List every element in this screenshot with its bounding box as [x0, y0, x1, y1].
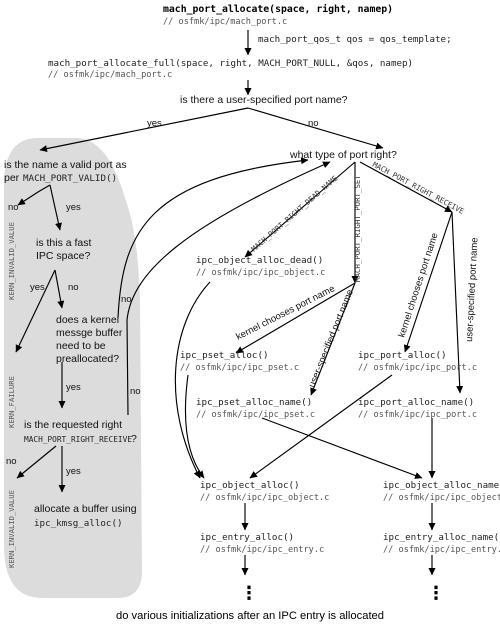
- label-receive-kernel: kernel chooses port name: [396, 232, 440, 339]
- node-pset-name-code: ipc_pset_alloc_name(): [196, 397, 312, 408]
- question-right-post: ?: [131, 433, 137, 445]
- question-fast-line1: is this a fast: [36, 237, 92, 249]
- question-right-line1: is the requested right: [24, 419, 122, 431]
- node-obj-name-path: // osfmk/ipc/ipc_object.c: [383, 493, 500, 503]
- node-entry-path: // osfmk/ipc/ipc_entry.c: [200, 545, 324, 555]
- node-port-name-code: ipc_port_alloc_name(): [358, 397, 474, 408]
- node-port-path: // osfmk/ipc/ipc_port.c: [358, 363, 477, 373]
- ellipsis-left: ⋮: [240, 583, 258, 603]
- label-receive-user: user-specified port name: [464, 237, 480, 342]
- edge-fast-yes: [15, 269, 56, 353]
- question-right-code: MACH_PORT_RIGHT_RECEIVE: [24, 435, 132, 444]
- label-no-alloc: no: [130, 386, 141, 397]
- question-user-name: is there a user-specified port name?: [180, 94, 348, 106]
- question-valid-line1: is the name a valid port as: [4, 159, 127, 171]
- label-pset-kernel: kernel chooses port name: [234, 283, 336, 342]
- question-valid-code: MACH_PORT_VALID(): [23, 173, 117, 184]
- edge-pset-name-to-obj-name: [261, 417, 423, 479]
- label-yes-right: yes: [66, 466, 81, 477]
- node-obj-code: ipc_object_alloc(): [200, 480, 300, 491]
- edge-type-dead: [244, 161, 356, 258]
- question-kmsg-line1: does a kernel: [56, 314, 119, 326]
- edge-kmsg-no: [117, 157, 309, 319]
- label-yes-valid: yes: [66, 202, 81, 213]
- label-dead-name: MACH_PORT_RIGHT_DEAD_NAME: [249, 174, 339, 254]
- question-kmsg-line4: preallocated?: [56, 353, 119, 365]
- edge-question-no: [247, 107, 384, 150]
- edge-valid-no: [17, 184, 51, 206]
- question-kmsg-line2: messge buffer: [56, 327, 123, 339]
- label-port-set: MACH_PORT_RIGHT_PORT_SET: [353, 175, 362, 282]
- label-no-user-name: no: [308, 118, 319, 129]
- node-port-name-path: // osfmk/ipc/ipc_port.c: [358, 410, 477, 420]
- label-no-valid: no: [8, 202, 19, 213]
- node-top-path: // osfmk/ipc/mach_port.c: [163, 17, 287, 27]
- node-entry-name-path: // osfmk/ipc/ipc_entry.c: [383, 545, 500, 555]
- edge-valid-yes: [49, 184, 62, 231]
- node-obj-path: // osfmk/ipc/ipc_object.c: [200, 493, 329, 503]
- edge-receive-kernel: [403, 211, 453, 353]
- side-label-invalid-value-2: KERN_INVALID_VALUE: [7, 490, 16, 568]
- node-pset-path: // osfmk/ipc/ipc_pset.c: [180, 363, 299, 373]
- node-entry-name-code: ipc_entry_alloc_name(): [383, 532, 500, 543]
- shaded-region: [4, 138, 142, 598]
- edge-dead-to-obj: [174, 281, 211, 479]
- edge-question-yes: [39, 107, 249, 153]
- edge-type-receive: [359, 161, 453, 213]
- edge-right-no: [16, 445, 57, 479]
- edge-pset-alloc-to-obj: [184, 374, 205, 479]
- label-yes-kmsg: yes: [66, 382, 81, 393]
- edge-pset-kernel: [235, 282, 356, 354]
- alloc-buffer-line1: allocate a buffer using: [34, 503, 137, 515]
- footer-caption: do various initializations after an IPC …: [116, 610, 384, 622]
- edge-fast-no: [54, 269, 65, 309]
- label-yes-user-name: yes: [147, 118, 162, 129]
- edge-receive-user: [451, 211, 464, 394]
- side-label-invalid-value-1: KERN_INVALID_VALUE: [7, 222, 16, 300]
- question-fast-line2: IPC space?: [36, 250, 90, 262]
- label-no-right: no: [6, 456, 17, 467]
- node-top-code: mach_port_allocate(space, right, namep): [163, 3, 393, 15]
- label-receive: MACH_PORT_RIGHT_RECEIVE: [371, 160, 466, 216]
- ellipsis-right: ⋮: [427, 583, 445, 603]
- node-entry-code: ipc_entry_alloc(): [200, 532, 294, 543]
- node-full-path: // osfmk/ipc/mach_port.c: [48, 70, 172, 80]
- label-no-fast: no: [68, 282, 79, 293]
- node-pset-code: ipc_pset_alloc(): [180, 350, 269, 361]
- side-label-failure: KERN_FAILURE: [7, 376, 16, 428]
- node-full-code: mach_port_allocate_full(space, right, MA…: [48, 58, 413, 69]
- question-kmsg-line3: need to be: [56, 340, 106, 352]
- node-obj-name-code: ipc_object_alloc_name(): [383, 480, 500, 491]
- question-port-type: what type of port right?: [289, 149, 397, 161]
- edge-alloc-back: [126, 161, 331, 416]
- label-yes-fast: yes: [30, 282, 45, 293]
- node-dead-path: // osfmk/ipc/ipc_object.c: [196, 268, 325, 278]
- node-port-code: ipc_port_alloc(): [358, 350, 447, 361]
- node-dead-code: ipc_object_alloc_dead(): [196, 255, 323, 266]
- node-pset-name-path: // osfmk/ipc/ipc_pset.c: [196, 410, 315, 420]
- label-no-kmsg: no: [121, 294, 132, 305]
- edge-pset-user: [310, 282, 356, 396]
- qos-note: mach_port_qos_t qos = qos_template;: [258, 34, 452, 45]
- alloc-buffer-code: ipc_kmsg_alloc(): [34, 518, 123, 529]
- question-valid-pre: per: [4, 172, 20, 184]
- edge-port-alloc-to-obj: [249, 374, 393, 479]
